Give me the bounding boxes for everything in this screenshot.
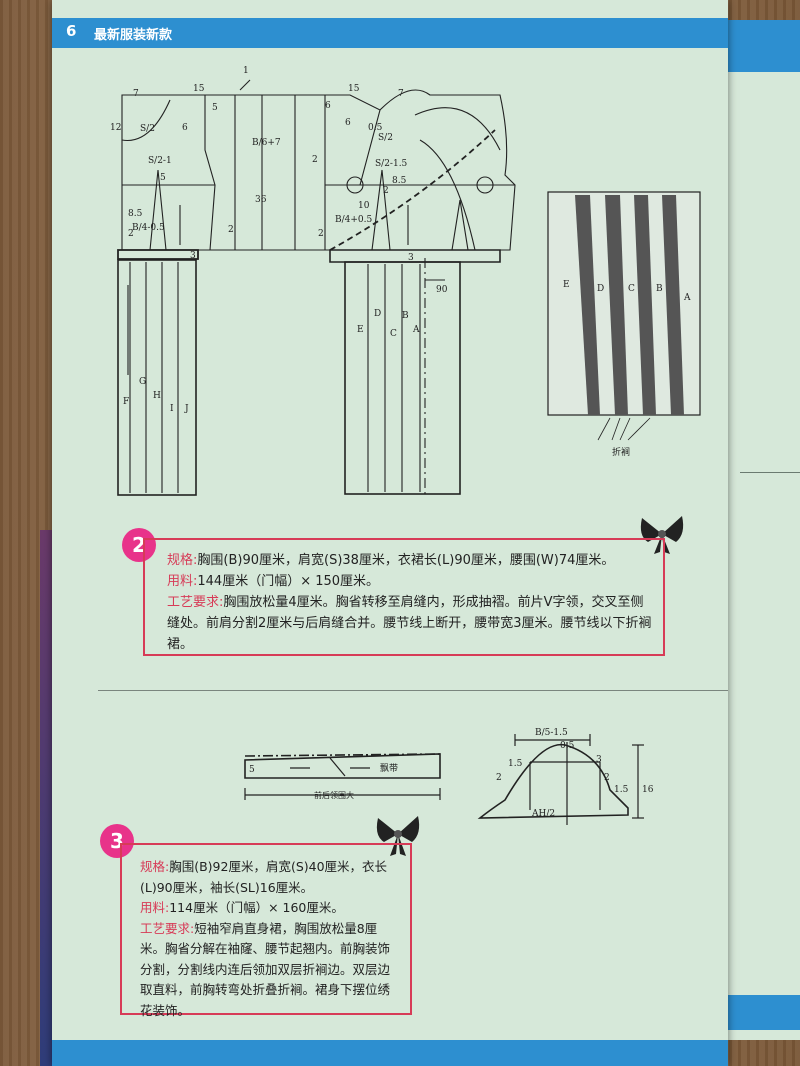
skirt-letter: D bbox=[374, 309, 381, 319]
facing-page-bottom-bar bbox=[722, 995, 800, 1030]
collar-label: 前后领围大 bbox=[314, 790, 354, 800]
pleat-panel bbox=[547, 191, 701, 441]
material-line: 用料:114厘米（门幅）× 160厘米。 bbox=[140, 898, 402, 919]
label: 2 bbox=[318, 229, 324, 239]
label: 36 bbox=[255, 195, 267, 205]
facing-page-rule bbox=[740, 472, 800, 473]
label: B/6+7 bbox=[252, 138, 281, 148]
label: 2 bbox=[604, 773, 610, 783]
label: 3 bbox=[190, 251, 196, 261]
label: 5 bbox=[212, 103, 218, 113]
facing-page bbox=[720, 20, 800, 1040]
skirt-letter: I bbox=[170, 404, 174, 414]
bow-icon bbox=[376, 816, 420, 856]
pleat-letter: A bbox=[683, 293, 691, 303]
label: 1.5 bbox=[614, 785, 629, 795]
label: 7 bbox=[398, 89, 404, 99]
material-line: 用料:144厘米（门幅）× 150厘米。 bbox=[167, 571, 653, 592]
page-number: 6 bbox=[66, 22, 77, 40]
label: 90 bbox=[436, 285, 448, 295]
spec-label: 规格: bbox=[140, 859, 170, 874]
skirt-letter: C bbox=[390, 329, 397, 339]
label: 2 bbox=[496, 773, 502, 783]
label: 7 bbox=[133, 89, 139, 99]
label: 6 bbox=[325, 101, 331, 111]
facing-page-top-bar bbox=[722, 20, 800, 72]
material-label: 用料: bbox=[140, 900, 170, 915]
label: 8.5 bbox=[128, 209, 143, 219]
label: 12 bbox=[110, 123, 121, 133]
booklet-page bbox=[52, 0, 728, 1066]
skirt-letter: F bbox=[123, 397, 129, 407]
label: 15 bbox=[348, 84, 360, 94]
skirt-letter: E bbox=[357, 325, 364, 335]
label: 6 bbox=[182, 123, 188, 133]
pleat-letter: B bbox=[656, 284, 663, 294]
label: 16 bbox=[642, 785, 654, 795]
process-text: 胸围放松量4厘米。胸省转移至肩缝内，形成抽褶。前片V字领，交叉至侧缝处。前肩分割… bbox=[167, 595, 652, 652]
pleat-letter: C bbox=[628, 284, 635, 294]
label: 2 bbox=[128, 229, 134, 239]
skirt-letter: H bbox=[153, 391, 161, 401]
spec-line: 规格:胸围(B)92厘米，肩宽(S)40厘米，衣长(L)90厘米，袖长(SL)1… bbox=[140, 857, 402, 898]
skirt-letter: G bbox=[139, 377, 146, 387]
label: 1 bbox=[243, 66, 249, 76]
label: 10 bbox=[358, 201, 370, 211]
label: 5 bbox=[249, 765, 255, 775]
section-3-spec-box: 规格:胸围(B)92厘米，肩宽(S)40厘米，衣长(L)90厘米，袖长(SL)1… bbox=[120, 843, 412, 1018]
label: 2 bbox=[383, 186, 389, 196]
bow-icon bbox=[640, 516, 684, 554]
skirt-letter: J bbox=[184, 404, 189, 414]
skirt-letter: B bbox=[402, 311, 409, 321]
spec-line: 规格:胸围(B)90厘米，肩宽(S)38厘米，衣裙长(L)90厘米，腰围(W)7… bbox=[167, 550, 653, 571]
material-text: 114厘米（门幅）× 160厘米。 bbox=[169, 900, 344, 915]
process-label: 工艺要求: bbox=[140, 920, 195, 936]
spec-text: 胸围(B)92厘米，肩宽(S)40厘米，衣长(L)90厘米，袖长(SL)16厘米… bbox=[140, 859, 388, 895]
label: 1.5 bbox=[508, 759, 523, 769]
material-label: 用料: bbox=[167, 574, 198, 589]
page-title: 最新服装新款 bbox=[94, 28, 173, 43]
pleat-label: 折裥 bbox=[612, 446, 630, 458]
label: 6 bbox=[345, 118, 351, 128]
pleat-letter: E bbox=[563, 280, 570, 290]
label: B/5-1.5 bbox=[535, 728, 568, 738]
label: 2 bbox=[228, 225, 234, 235]
page-header-bar bbox=[52, 18, 728, 48]
process-line: 工艺要求:短袖窄肩直身裙，胸围放松量8厘米。胸省分解在袖窿、腰节起翘内。前胸装饰… bbox=[140, 919, 402, 1022]
ribbon-label: 飘带 bbox=[380, 763, 398, 774]
pleat-letter: D bbox=[597, 284, 604, 294]
label: AH/2 bbox=[531, 809, 555, 819]
label: S/2-1.5 bbox=[375, 159, 408, 169]
process-text: 短袖窄肩直身裙，胸围放松量8厘米。胸省分解在袖窿、腰节起翘内。前胸装饰分割，分割… bbox=[140, 920, 391, 1018]
label: 3 bbox=[408, 253, 414, 263]
label: 2 bbox=[312, 155, 318, 165]
label: S/2 bbox=[378, 133, 393, 143]
material-text: 144厘米（门幅）× 150厘米。 bbox=[197, 574, 380, 589]
section-2-spec-box: 规格:胸围(B)90厘米，肩宽(S)38厘米，衣裙长(L)90厘米，腰围(W)7… bbox=[143, 538, 665, 656]
page-edge-strip bbox=[40, 530, 54, 1066]
label: S/2-1 bbox=[148, 156, 172, 166]
skirt-letter: A bbox=[412, 325, 420, 335]
section-divider bbox=[98, 690, 728, 691]
label: 15 bbox=[193, 84, 205, 94]
spec-label: 规格: bbox=[167, 553, 198, 568]
label: 8.5 bbox=[392, 176, 407, 186]
label: 0.5 bbox=[368, 123, 383, 133]
pattern-diagram-2: 5 飘带 前后领围大 B/5-1.5 0.5 1.5 3 2 2 1.5 16 … bbox=[244, 728, 654, 825]
label: B/4-0.5 bbox=[132, 223, 165, 233]
process-label: 工艺要求: bbox=[167, 595, 224, 610]
label: B/4+0.5 bbox=[335, 215, 373, 225]
spec-text: 胸围(B)90厘米，肩宽(S)38厘米，衣裙长(L)90厘米，腰围(W)74厘米… bbox=[197, 553, 615, 568]
label: S/2 bbox=[140, 124, 155, 134]
page-footer-bar bbox=[52, 1040, 728, 1066]
label: 0.5 bbox=[560, 741, 575, 751]
label: 5 bbox=[160, 173, 166, 183]
section-2-badge: 2 bbox=[122, 528, 156, 562]
label: 3 bbox=[596, 755, 602, 765]
process-line: 工艺要求:胸围放松量4厘米。胸省转移至肩缝内，形成抽褶。前片V字领，交叉至侧缝处… bbox=[167, 592, 653, 655]
pattern-diagram-1: 1 15 7 12 S/2 6 5 B/6+7 S/2-1 5 8.5 B/4-… bbox=[110, 66, 701, 496]
